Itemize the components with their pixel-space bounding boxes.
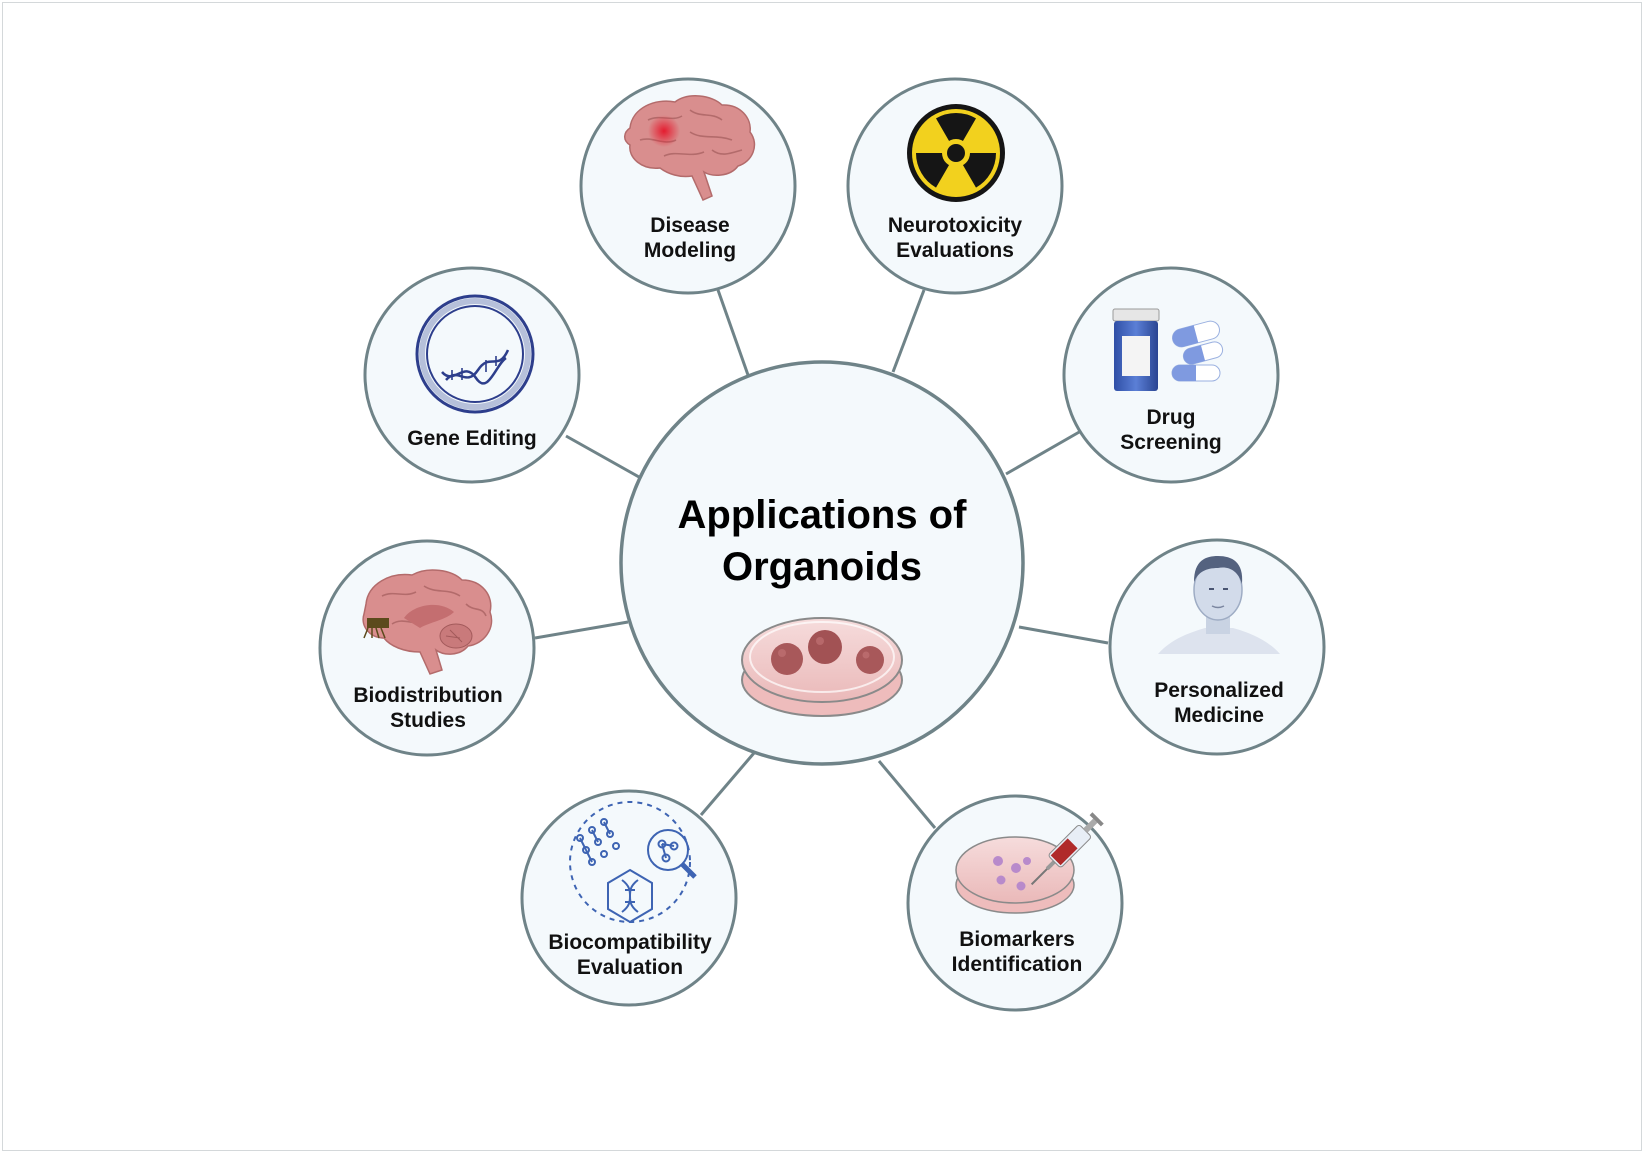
node-personalized-medicine: Personalized Medicine — [1108, 538, 1326, 756]
node-label-line-2: Identification — [952, 953, 1083, 976]
connector-biomarkers — [877, 760, 937, 829]
node-label-line-2: Screening — [1120, 431, 1222, 454]
node-disease-modeling: Disease Modeling — [579, 77, 797, 295]
node-drug-screening: Drug Screening — [1062, 266, 1280, 484]
node-label-line-1: Disease — [650, 214, 729, 237]
node-label-line-1: Drug — [1147, 406, 1196, 429]
pill-bottle-icon — [1112, 308, 1224, 391]
node-label-line-2: Evaluations — [896, 239, 1014, 262]
node-label-line-1: Personalized — [1154, 679, 1284, 702]
radiation-icon — [907, 104, 1005, 202]
node-biodistribution: Biodistribution Studies — [318, 539, 536, 757]
title-line-2: Organoids — [722, 545, 922, 589]
connector-neurotoxicity — [891, 289, 926, 373]
center-node: Applications of Organoids — [619, 360, 1025, 766]
node-biomarkers: Biomarkers Identification — [906, 794, 1124, 1012]
connector-drug-screening — [1005, 429, 1082, 476]
node-label-line-2: Evaluation — [577, 956, 683, 979]
node-label-line-1: Biomarkers — [959, 928, 1075, 951]
title-line-1: Applications of — [678, 493, 968, 537]
dna-network-icon — [569, 801, 697, 924]
connector-disease-modeling — [716, 289, 750, 376]
connector-personalized-medicine — [1018, 625, 1109, 645]
connector-gene-editing — [565, 434, 640, 479]
node-label-line-1: Neurotoxicity — [888, 214, 1023, 237]
center-circle — [619, 360, 1025, 766]
node-biocompatibility: Biocompatibility Evaluation — [520, 789, 738, 1007]
petri-dish-organoids-icon — [741, 617, 903, 717]
connector-lines — [534, 289, 1109, 829]
connector-biodistribution — [534, 620, 629, 640]
node-label-line-2: Modeling — [644, 239, 736, 262]
brain-lesion-icon — [624, 95, 756, 201]
node-label-line-2: Medicine — [1174, 704, 1264, 727]
node-gene-editing: Gene Editing — [363, 266, 581, 484]
patient-bust-icon — [1158, 556, 1280, 654]
node-label-line-1: Biodistribution — [353, 684, 502, 707]
node-label-line-1: Biocompatibility — [548, 931, 712, 954]
node-label-line-1: Gene Editing — [407, 427, 537, 450]
node-neurotoxicity: Neurotoxicity Evaluations — [846, 77, 1064, 295]
dna-ring-icon — [415, 294, 535, 414]
connector-biocompatibility — [699, 752, 756, 816]
node-label-line-2: Studies — [390, 709, 466, 732]
brain-section-icon — [362, 569, 493, 675]
petri-dish-syringe-icon — [955, 812, 1104, 914]
